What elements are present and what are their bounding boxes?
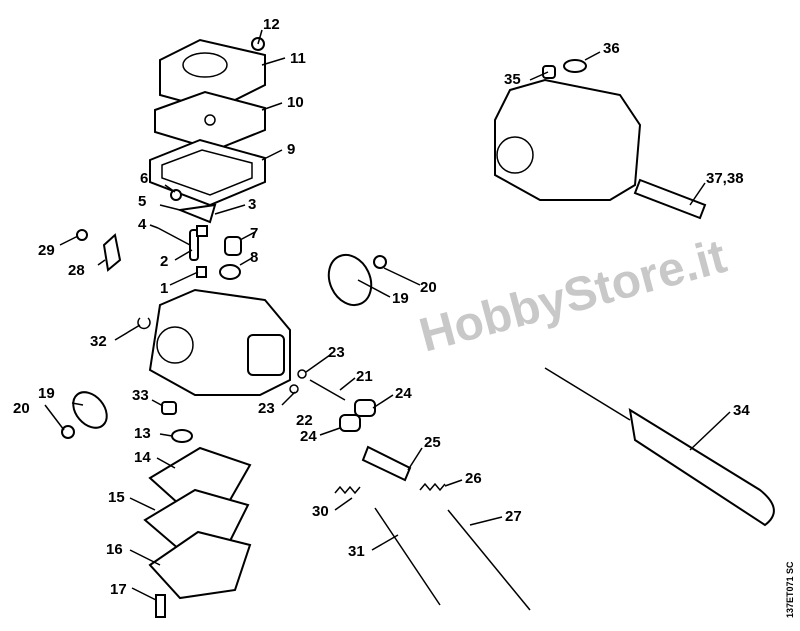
callout-10: 10 <box>287 94 304 111</box>
callout-31: 31 <box>348 543 365 560</box>
part-carburetor-right-bore <box>496 136 534 174</box>
callout-34: 34 <box>733 402 750 419</box>
part-screw-17 <box>155 594 166 618</box>
part-screw-20 <box>61 425 75 439</box>
callout-11: 11 <box>290 50 306 67</box>
callout-27: 27 <box>505 508 522 525</box>
part-gasket-15 <box>143 488 250 552</box>
part-clip <box>137 317 151 330</box>
callout-37-38: 37,38 <box>706 170 744 187</box>
callout-33: 33 <box>132 387 149 404</box>
part-needle-37-38 <box>633 178 707 220</box>
part-shaft-27 <box>447 509 531 611</box>
callout-23-bottom: 23 <box>258 400 275 417</box>
part-plug-7 <box>224 236 242 256</box>
callout-26: 26 <box>465 470 482 487</box>
callout-29: 29 <box>38 242 55 259</box>
part-plug-8 <box>219 264 241 280</box>
callout-7: 7 <box>250 225 258 242</box>
part-disc <box>72 391 108 429</box>
callout-13: 13 <box>134 425 151 442</box>
callout-9: 9 <box>287 141 295 158</box>
callout-14: 14 <box>134 449 151 466</box>
part-lever-5 <box>176 203 217 224</box>
callout-labels: 12 11 10 9 6 5 4 3 7 8 2 1 32 29 28 19 2… <box>13 16 750 598</box>
part-gasket-14 <box>148 446 252 507</box>
part-carburetor-flange <box>247 334 285 376</box>
part-throttle-disc <box>327 253 373 307</box>
part-bracket <box>102 233 122 272</box>
callout-24-left: 24 <box>300 428 317 445</box>
part-cover-window <box>182 52 228 78</box>
callout-35: 35 <box>504 71 521 88</box>
part-carburetor-bore <box>156 326 194 364</box>
part-gasket-9 <box>149 138 266 207</box>
part-diaphragm <box>154 90 266 152</box>
callout-5: 5 <box>138 193 146 210</box>
part-pin-4 <box>157 227 191 246</box>
part-screen <box>171 429 193 443</box>
part-spring-30 <box>334 485 361 495</box>
callout-16: 16 <box>106 541 123 558</box>
parts-drawings <box>61 37 775 618</box>
callout-19-middle: 19 <box>392 290 409 307</box>
callout-22: 22 <box>296 412 313 429</box>
part-needle-2 <box>189 229 199 261</box>
part-valve-1 <box>196 266 207 278</box>
part-screwdriver-shaft <box>544 367 631 421</box>
callout-28: 28 <box>68 262 85 279</box>
part-needle-21 <box>309 379 346 401</box>
callout-2: 2 <box>160 253 168 270</box>
part-bushing-24a <box>354 399 376 417</box>
part-plug-35 <box>542 65 556 79</box>
part-throttle-screw <box>373 255 387 269</box>
callout-21: 21 <box>356 368 373 385</box>
part-screwdriver-handle <box>628 407 775 527</box>
part-cover-16 <box>148 530 252 600</box>
callout-36: 36 <box>603 40 620 57</box>
callout-15: 15 <box>108 489 125 506</box>
callout-19: 19 <box>38 385 55 402</box>
part-diaphragm-center <box>204 114 216 126</box>
callout-17: 17 <box>110 581 127 598</box>
callout-4: 4 <box>138 216 147 233</box>
part-plug-36 <box>563 59 587 73</box>
drawing-code: 137ET071 SC <box>785 561 795 618</box>
callout-23-top: 23 <box>328 344 345 361</box>
part-shaft-25 <box>361 445 412 482</box>
callout-3: 3 <box>248 196 256 213</box>
leader-lines <box>44 29 731 601</box>
part-spring-3 <box>196 225 208 237</box>
callout-1: 1 <box>160 280 168 297</box>
callout-6: 6 <box>140 170 148 187</box>
part-oring-a <box>297 369 307 379</box>
callout-30: 30 <box>312 503 329 520</box>
callout-20: 20 <box>13 400 30 417</box>
part-screw-29 <box>76 229 88 241</box>
part-gasket-9-inner <box>161 149 253 196</box>
callout-24-right: 24 <box>395 385 412 402</box>
callout-20-middle: 20 <box>420 279 437 296</box>
callout-8: 8 <box>250 249 258 266</box>
part-sleeve-33 <box>161 401 177 415</box>
part-spring-26 <box>419 482 446 492</box>
part-carburetor-body-right <box>494 78 642 201</box>
part-shaft-31 <box>374 507 441 606</box>
callout-12: 12 <box>263 16 280 33</box>
callout-25: 25 <box>424 434 441 451</box>
part-screw-6 <box>170 189 182 201</box>
part-oring-b <box>289 384 299 394</box>
callout-32: 32 <box>90 333 107 350</box>
part-cover <box>159 38 266 112</box>
watermark: HobbyStore.it <box>414 230 732 363</box>
part-bushing-24b <box>339 414 361 432</box>
